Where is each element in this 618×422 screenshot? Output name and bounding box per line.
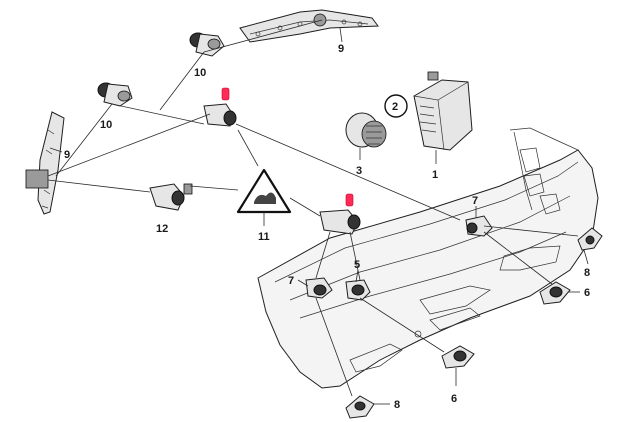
control-unit-1	[413, 71, 473, 151]
callout-8-bottom: 8	[394, 399, 400, 411]
cover-8-bottom	[345, 395, 375, 419]
bracket-left	[25, 111, 65, 215]
leader-9-top	[339, 27, 343, 43]
callout-9-left: 9	[64, 149, 70, 161]
callout-8-right: 8	[584, 267, 590, 279]
callout-12: 12	[156, 223, 168, 235]
callout-7-right: 7	[472, 195, 478, 207]
callout-9-top: 9	[338, 43, 344, 55]
bracket-top	[239, 9, 379, 43]
rear-bumper	[257, 127, 599, 389]
connector-3	[345, 112, 387, 148]
note-circle-2	[384, 94, 408, 118]
connection-lines	[47, 19, 579, 397]
pdc-sensor-12	[149, 183, 193, 211]
leader-5	[355, 269, 359, 283]
callout-6-bottom: 6	[451, 393, 457, 405]
red-highlight-marker	[221, 87, 230, 101]
sensor-holder-5	[345, 279, 371, 301]
callout-11: 11	[258, 231, 270, 243]
cap-6-bottom	[441, 345, 475, 369]
callout-1: 1	[432, 169, 438, 181]
pdc-sensor-top	[203, 87, 237, 127]
callout-3: 3	[356, 165, 362, 177]
sensor-holder-7-right	[465, 215, 493, 237]
sensor-holder-10-mid	[97, 82, 133, 107]
red-highlight-marker	[345, 193, 354, 207]
leader-7-left	[297, 279, 309, 287]
cover-8-right	[577, 227, 603, 251]
callout-labels: 9 10 10 9 12 11 3 2 1 7 7 5 8 6 6 8	[64, 43, 590, 411]
callout-5: 5	[354, 259, 360, 271]
warning-triangle-icon	[236, 168, 292, 214]
sensor-holder-7-left	[305, 277, 333, 299]
callout-7-left: 7	[288, 275, 294, 287]
callout-6-right: 6	[584, 287, 590, 299]
leader-9-left	[49, 147, 63, 153]
sensor-holder-10-top	[189, 32, 225, 57]
callout-2: 2	[392, 101, 398, 113]
callout-10-top: 10	[194, 67, 206, 79]
pdc-sensor-center	[319, 193, 361, 235]
callout-10-mid: 10	[100, 119, 112, 131]
cap-6-right	[539, 281, 571, 305]
leader-8-right	[583, 249, 589, 265]
